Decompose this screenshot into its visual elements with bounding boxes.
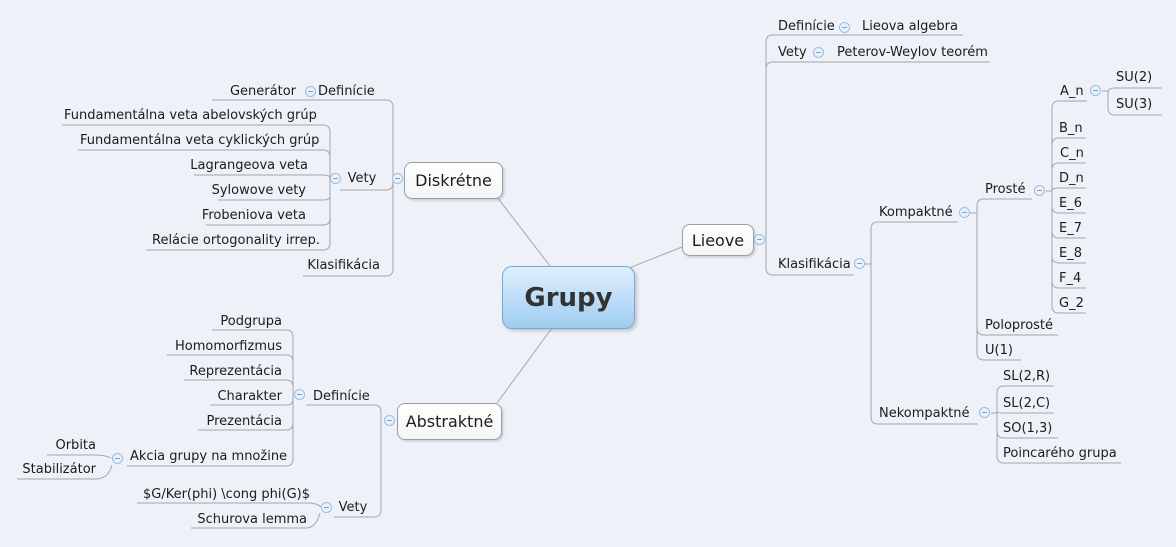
fold-icon-vety-lieove[interactable] — [813, 47, 824, 58]
node-su2[interactable]: SU(2) — [1116, 70, 1153, 85]
node-sl2c[interactable]: SL(2,C) — [1003, 396, 1051, 411]
node-orbita[interactable]: Orbita — [55, 438, 96, 453]
node-charakter[interactable]: Charakter — [217, 389, 282, 404]
node-vety-lieove[interactable]: Vety — [778, 45, 807, 60]
node-poloproste[interactable]: Poloprosté — [985, 318, 1054, 333]
node-lagrangeova-veta[interactable]: Lagrangeova veta — [190, 158, 308, 173]
node-abstraktne[interactable]: Abstraktné — [397, 403, 502, 440]
node-g-2[interactable]: G_2 — [1059, 296, 1084, 311]
fold-icon-diskretne[interactable] — [392, 173, 403, 184]
node-poincareho-grupa[interactable]: Poincarého grupa — [1003, 446, 1117, 461]
fold-icon-vety-abstraktne[interactable] — [321, 502, 332, 513]
node-lieove[interactable]: Lieove — [682, 224, 754, 256]
fold-icon-definicie-lieove[interactable] — [839, 22, 850, 33]
node-kompaktne[interactable]: Kompaktné — [879, 205, 953, 220]
fold-icon-vety-diskretne[interactable] — [330, 173, 341, 184]
node-klasifikacia-lieove[interactable]: Klasifikácia — [778, 257, 851, 272]
node-definicie-diskretne[interactable]: Definície — [318, 84, 375, 99]
fold-icon-definicie-diskretne[interactable] — [305, 86, 316, 97]
node-e-8[interactable]: E_8 — [1059, 246, 1082, 261]
fold-icon-definicie-abstraktne[interactable] — [294, 389, 305, 400]
node-nekompaktne[interactable]: Nekompaktné — [879, 406, 970, 421]
fold-icon-akcia-grupy[interactable] — [112, 453, 123, 464]
node-homomorfizmus[interactable]: Homomorfizmus — [175, 339, 282, 354]
node-generator[interactable]: Generátor — [229, 84, 296, 99]
node-e-7[interactable]: E_7 — [1059, 221, 1082, 236]
fold-icon-abstraktne[interactable] — [384, 415, 395, 426]
node-lieova-algebra[interactable]: Lieova algebra — [862, 19, 958, 34]
node-klasifikacia-diskretne[interactable]: Klasifikácia — [307, 258, 380, 273]
node-schurova-lemma[interactable]: Schurova lemma — [197, 512, 307, 527]
node-e-6[interactable]: E_6 — [1059, 196, 1082, 211]
node-u1[interactable]: U(1) — [985, 343, 1013, 358]
node-gker-cong[interactable]: $G/Ker(phi) \cong phi(G)$ — [142, 487, 310, 502]
fold-icon-a-n[interactable] — [1090, 85, 1101, 96]
fold-icon-klasifikacia-lieove[interactable] — [854, 258, 865, 269]
node-podgrupa[interactable]: Podgrupa — [220, 314, 282, 329]
fold-icon-kompaktne[interactable] — [959, 207, 970, 218]
node-grupy[interactable]: Grupy — [502, 266, 635, 329]
node-peterov-weylov[interactable]: Peterov-Weylov teorém — [837, 45, 988, 60]
node-c-n[interactable]: C_n — [1060, 146, 1084, 161]
node-proste[interactable]: Prosté — [985, 182, 1026, 197]
node-su3[interactable]: SU(3) — [1116, 97, 1153, 112]
node-definicie-abstraktne[interactable]: Definície — [313, 389, 370, 404]
node-sylowove-vety[interactable]: Sylowove vety — [211, 183, 306, 198]
node-fund-veta-cyklickych[interactable]: Fundamentálna veta cyklických grúp — [80, 133, 320, 148]
node-sl2r[interactable]: SL(2,R) — [1003, 369, 1051, 384]
node-f-4[interactable]: F_4 — [1059, 271, 1082, 286]
node-relacie-ortogonality[interactable]: Relácie ortogonality irrep. — [152, 233, 320, 248]
fold-icon-proste[interactable] — [1034, 185, 1045, 196]
node-vety-diskretne[interactable]: Vety — [347, 171, 377, 186]
node-b-n[interactable]: B_n — [1059, 121, 1083, 136]
node-so13[interactable]: SO(1,3) — [1003, 421, 1053, 436]
node-akcia-grupy[interactable]: Akcia grupy na množine — [130, 449, 288, 464]
fold-icon-lieove[interactable] — [754, 234, 765, 245]
node-vety-abstraktne[interactable]: Vety — [338, 500, 368, 515]
node-diskretne[interactable]: Diskrétne — [404, 162, 503, 199]
node-frobeniova-veta[interactable]: Frobeniova veta — [201, 208, 306, 223]
node-definicie-lieove[interactable]: Definície — [778, 19, 835, 34]
fold-icon-nekompaktne[interactable] — [979, 407, 990, 418]
node-fund-veta-abelovskych[interactable]: Fundamentálna veta abelovských grúp — [64, 108, 317, 123]
node-reprezentacia[interactable]: Reprezentácia — [189, 364, 282, 379]
node-prezentacia[interactable]: Prezentácia — [206, 414, 282, 429]
node-stabilizator[interactable]: Stabilizátor — [22, 462, 96, 477]
node-d-n[interactable]: D_n — [1059, 171, 1084, 186]
node-a-n[interactable]: A_n — [1060, 84, 1084, 99]
